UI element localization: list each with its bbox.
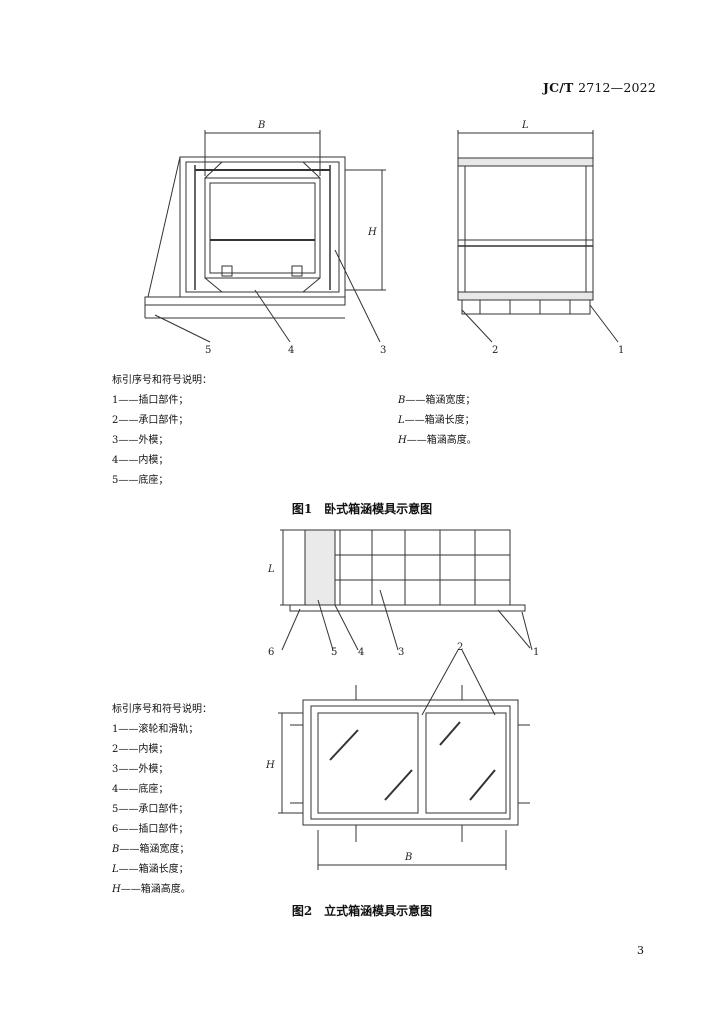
fig2-symbol-b: B——箱涵宽度； — [112, 844, 190, 855]
fig2-legend-title: 标引序号和符号说明： — [112, 704, 212, 715]
standard-code: JC/T 2712—2022 — [543, 80, 656, 95]
fig1-dim-l: L — [521, 120, 529, 131]
fig1-symbol-l: L——箱涵长度； — [398, 415, 475, 426]
fig1-legend-item: 1——插口部件； — [112, 395, 189, 406]
fig1-legend-item: 2——承口部件； — [112, 415, 189, 426]
fig1-callout-4: 4 — [288, 345, 294, 356]
figure2-drawing: L H B 6 5 4 3 1 2 — [265, 529, 539, 870]
fig2-callout-3: 3 — [398, 647, 404, 658]
fig2-callout-6: 6 — [268, 647, 274, 658]
fig1-legend-item: 4——内模； — [112, 455, 169, 466]
fig1-legend-item: 3——外模； — [112, 435, 169, 446]
fig2-dim-b: B — [404, 852, 412, 863]
fig2-legend-item: 5——承口部件； — [112, 804, 189, 815]
fig2-symbol-l: L——箱涵长度； — [112, 864, 189, 875]
fig2-callout-4: 4 — [358, 647, 364, 658]
fig2-dim-h: H — [265, 760, 275, 771]
fig2-symbol-h: H——箱涵高度。 — [112, 884, 191, 895]
figure1-caption: 图1 卧式箱涵模具示意图 — [291, 502, 433, 516]
standard-number: 2712—2022 — [578, 80, 656, 95]
fig2-legend-item: 1——滚轮和滑轨； — [112, 724, 199, 735]
fig2-callout-5: 5 — [331, 647, 337, 658]
fig2-dim-l: L — [267, 564, 275, 575]
fig2-callout-1: 1 — [533, 647, 539, 658]
fig1-symbol-h: H——箱涵高度。 — [398, 435, 477, 446]
fig2-legend-item: 6——插口部件； — [112, 824, 189, 835]
fig1-dim-b: B — [257, 120, 265, 131]
fig1-symbol-b: B——箱涵宽度； — [398, 395, 476, 406]
fig2-legend-item: 4——底座； — [112, 784, 169, 795]
figure1-drawing: B H L 5 4 3 2 1 — [144, 120, 624, 356]
fig1-callout-3: 3 — [380, 345, 386, 356]
fig2-legend-item: 3——外模； — [112, 764, 169, 775]
fig1-symbol-legend: B——箱涵宽度； L——箱涵长度； H——箱涵高度。 — [398, 391, 477, 451]
page-number: 3 — [637, 944, 644, 957]
fig1-dim-h: H — [367, 227, 377, 238]
fig1-callout-1: 1 — [618, 345, 624, 356]
fig2-callout-2: 2 — [457, 642, 463, 653]
standard-prefix: JC/T — [542, 80, 574, 95]
fig1-callout-2: 2 — [492, 345, 498, 356]
fig1-legend: 标引序号和符号说明： 1——插口部件； 2——承口部件； 3——外模； 4——内… — [112, 371, 212, 491]
fig2-legend: 标引序号和符号说明： 1——滚轮和滑轨； 2——内模； 3——外模； 4——底座… — [112, 700, 212, 900]
fig2-legend-item: 2——内模； — [112, 744, 169, 755]
fig1-legend-item: 5——底座； — [112, 475, 169, 486]
figure2-caption: 图2 立式箱涵模具示意图 — [291, 904, 433, 918]
fig1-legend-title: 标引序号和符号说明： — [112, 375, 212, 386]
fig1-callout-5: 5 — [205, 345, 211, 356]
